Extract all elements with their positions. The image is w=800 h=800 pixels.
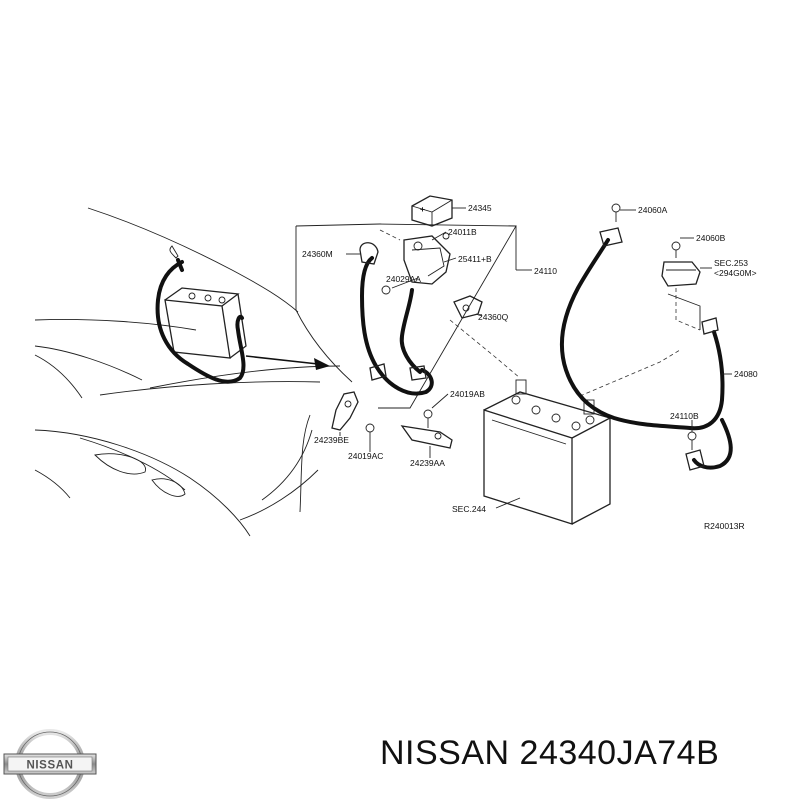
terminal-cover-24345: +	[411, 195, 466, 227]
nissan-logo: NISSAN	[3, 729, 97, 799]
car-body-outline	[34, 207, 341, 537]
label-24239BE: 24239BE	[314, 435, 349, 445]
cable-24080	[560, 238, 725, 431]
label-24019AC: 24019AC	[348, 451, 383, 461]
guide-line-2	[579, 349, 681, 397]
bracket-24239BE	[331, 391, 359, 431]
battery-main	[483, 379, 612, 525]
label-sec253: SEC.253	[714, 258, 748, 268]
cable-24080-lower	[692, 418, 733, 470]
clamp-24080-top	[599, 227, 623, 247]
bolt-24019AB	[423, 409, 433, 428]
right-frame	[667, 293, 701, 330]
cable-small-end	[176, 258, 184, 272]
positive-terminal-bracket	[403, 232, 451, 285]
guide-line-1	[449, 319, 521, 379]
leader-lines	[339, 231, 732, 509]
bracket-24239AA	[400, 425, 453, 449]
cable-positive-short	[399, 288, 422, 374]
label-ref-code: R240013R	[704, 521, 745, 531]
bolt-24060A	[611, 203, 636, 222]
label-24110: 24110	[534, 266, 557, 276]
clamp-24360M	[359, 242, 379, 265]
label-24360Q: 24360Q	[478, 312, 509, 322]
logo-text: NISSAN	[26, 760, 73, 772]
label-24060A: 24060A	[638, 205, 668, 215]
assembly-frame	[295, 223, 517, 409]
label-24011B: 24011B	[448, 227, 477, 237]
bolt-24060B	[671, 241, 681, 258]
label-24110B: 24110B	[670, 411, 699, 421]
label-sec244: SEC.244	[452, 504, 486, 514]
cable-clip-2	[409, 365, 427, 381]
bolt-24019AC	[365, 423, 375, 446]
label-24345: 24345	[468, 203, 492, 213]
cable-clip	[369, 363, 387, 381]
label-25411B: 25411+B	[458, 254, 492, 264]
bolt-24110B	[687, 431, 697, 450]
part-caption: NISSAN 24340JA74B	[380, 734, 720, 772]
cable-small-loop	[155, 260, 246, 384]
label-sec253-code: <294G0M>	[714, 268, 757, 278]
label-24060B: 24060B	[696, 233, 726, 243]
battery-small	[164, 287, 247, 359]
clamp-24080-end	[685, 449, 705, 471]
connector-24360Q	[453, 295, 483, 319]
guide-line-4	[379, 229, 401, 241]
bolt-24029AA	[381, 285, 391, 295]
label-24239AA: 24239AA	[410, 458, 445, 468]
small-clamp	[169, 245, 179, 259]
clamp-24080-mid	[701, 317, 719, 335]
label-24080: 24080	[734, 369, 758, 379]
label-24019AB: 24019AB	[450, 389, 485, 399]
assembly-arrow	[245, 355, 330, 370]
label-24360M: 24360M	[302, 249, 333, 259]
sensor-sec253	[661, 261, 701, 287]
label-24029AA: 24029AA	[386, 274, 421, 284]
guide-line-3	[675, 288, 701, 331]
svg-text:+: +	[420, 204, 425, 214]
